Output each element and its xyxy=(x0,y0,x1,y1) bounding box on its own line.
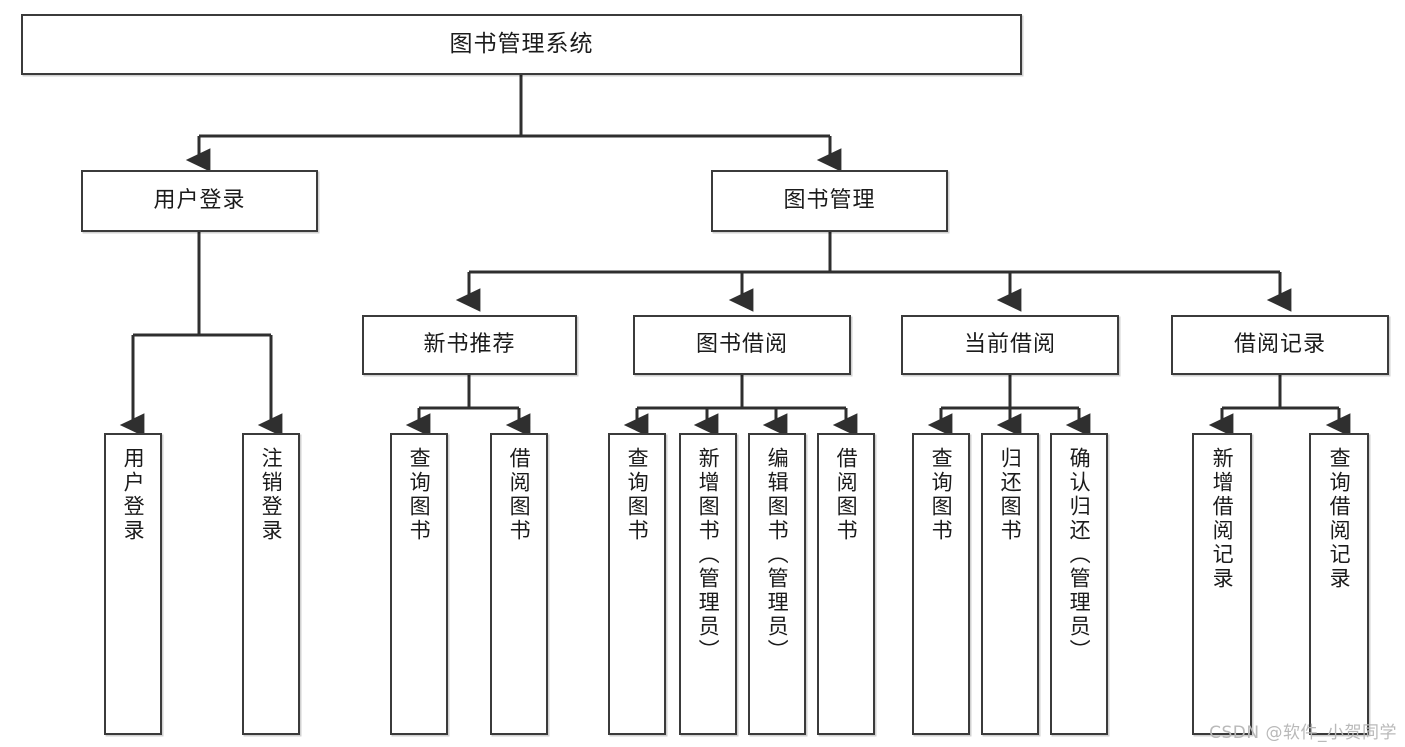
node-user-login[interactable]: 用户登录 xyxy=(81,170,318,232)
node-label: 查询图书 xyxy=(407,447,432,543)
node-new-book-recommend[interactable]: 新书推荐 xyxy=(362,315,577,375)
node-label: 确认归还（管理员） xyxy=(1067,447,1092,663)
node-label: 新增借阅记录 xyxy=(1210,447,1235,591)
leaf-query-record[interactable]: 查询借阅记录 xyxy=(1309,433,1369,735)
leaf-query-book-1[interactable]: 查询图书 xyxy=(390,433,448,735)
node-label: 用户登录 xyxy=(153,188,246,214)
node-label: 查询图书 xyxy=(625,447,650,543)
leaf-query-book-3[interactable]: 查询图书 xyxy=(912,433,970,735)
node-root-system[interactable]: 图书管理系统 xyxy=(21,14,1022,75)
node-current-borrow[interactable]: 当前借阅 xyxy=(901,315,1119,375)
leaf-borrow-book-1[interactable]: 借阅图书 xyxy=(490,433,548,735)
node-book-borrow[interactable]: 图书借阅 xyxy=(633,315,851,375)
leaf-add-record[interactable]: 新增借阅记录 xyxy=(1192,433,1252,735)
node-label: 查询图书 xyxy=(929,447,954,543)
node-label: 图书管理系统 xyxy=(449,30,594,57)
node-label: 借阅图书 xyxy=(507,447,532,543)
node-label: 归还图书 xyxy=(998,447,1023,543)
node-label: 注销登录 xyxy=(259,447,284,543)
leaf-user-login[interactable]: 用户登录 xyxy=(104,433,162,735)
leaf-return-book[interactable]: 归还图书 xyxy=(981,433,1039,735)
node-label: 借阅图书 xyxy=(834,447,859,543)
node-label: 图书管理 xyxy=(783,188,876,214)
leaf-query-book-2[interactable]: 查询图书 xyxy=(608,433,666,735)
node-label: 用户登录 xyxy=(121,447,146,543)
node-label: 新增图书（管理员） xyxy=(696,447,721,663)
leaf-logout-login[interactable]: 注销登录 xyxy=(242,433,300,735)
node-label: 图书借阅 xyxy=(695,332,788,358)
node-book-management[interactable]: 图书管理 xyxy=(711,170,948,232)
leaf-confirm-return[interactable]: 确认归还（管理员） xyxy=(1050,433,1108,735)
watermark-text: CSDN @软件_小贺同学 xyxy=(1209,723,1397,743)
leaf-borrow-book-2[interactable]: 借阅图书 xyxy=(817,433,875,735)
node-label: 新书推荐 xyxy=(423,332,516,358)
node-label: 借阅记录 xyxy=(1233,332,1326,358)
node-label: 编辑图书（管理员） xyxy=(765,447,790,663)
leaf-edit-book[interactable]: 编辑图书（管理员） xyxy=(748,433,806,735)
leaf-add-book[interactable]: 新增图书（管理员） xyxy=(679,433,737,735)
node-label: 查询借阅记录 xyxy=(1327,447,1352,591)
node-label: 当前借阅 xyxy=(963,332,1056,358)
node-borrow-record[interactable]: 借阅记录 xyxy=(1171,315,1389,375)
